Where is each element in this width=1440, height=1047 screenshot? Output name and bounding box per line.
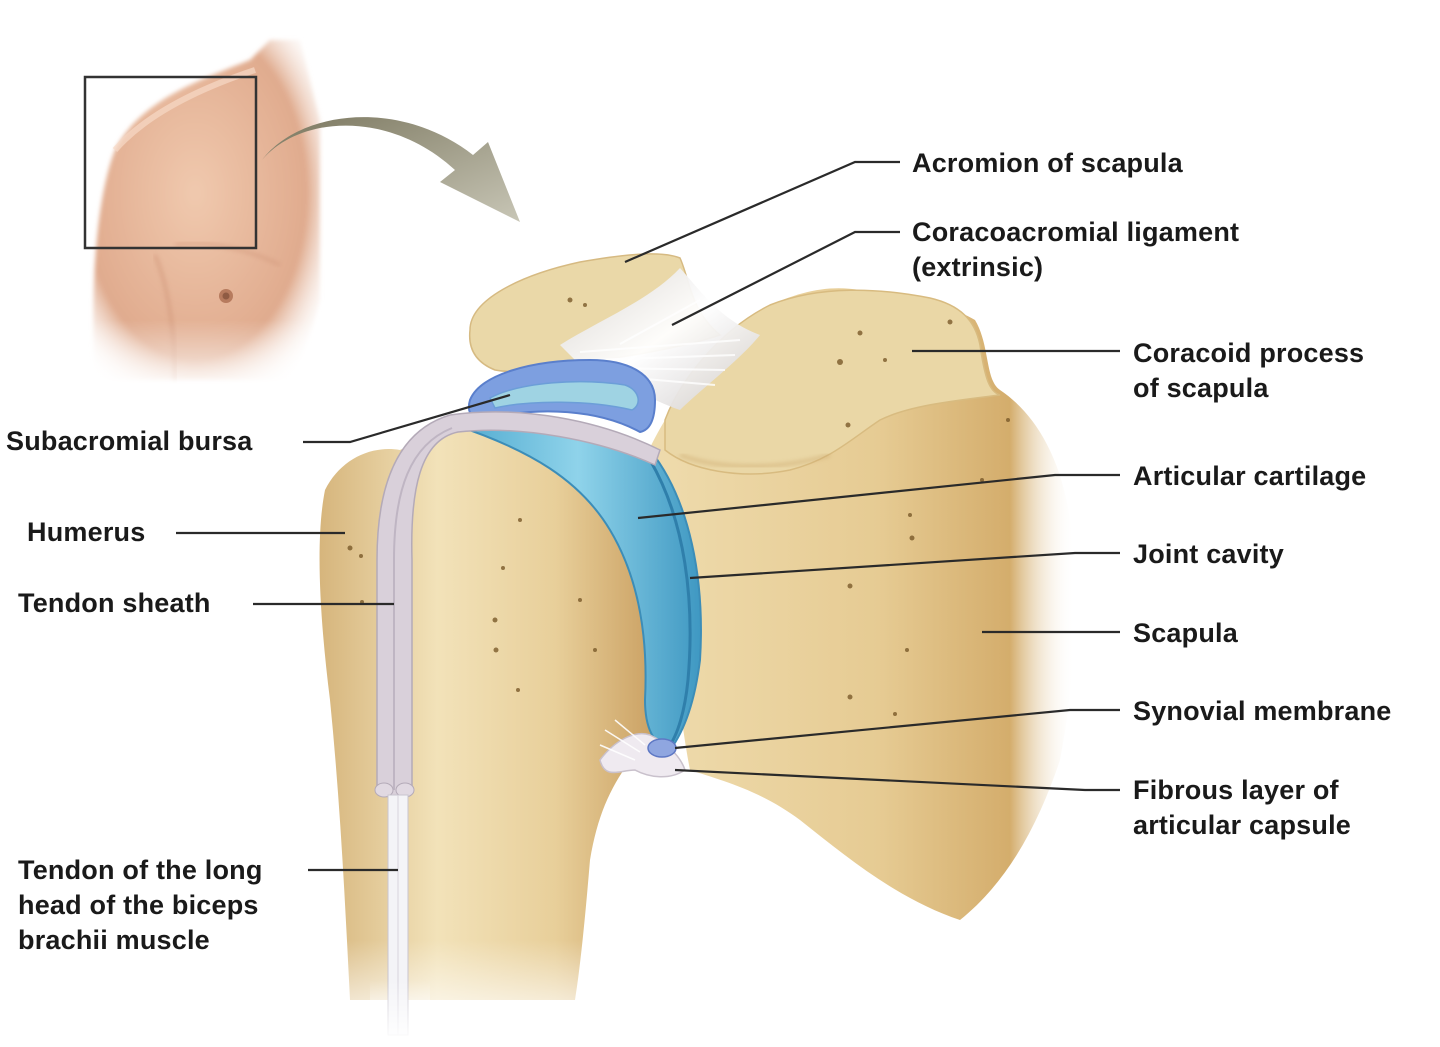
biceps-tendon-shape [370,794,430,1042]
label-synovial-membrane: Synovial membrane [1133,696,1392,726]
zoom-arrow-icon [262,117,520,222]
leader-subacromial [303,393,511,444]
label-coracoacromial-ligament: Coracoacromial ligament (extrinsic) [912,217,1240,282]
leader-lines [176,160,1120,872]
capsule-shape [599,719,686,778]
label-fibrous-layer: Fibrous layer of articular capsule [1133,775,1352,840]
torso-inset-icon [60,40,350,400]
leader-articular-cartilage [637,473,1120,520]
leader-joint-cavity [689,551,1120,580]
leader-acromion [624,160,900,264]
leader-coracoacromial [671,230,900,326]
bone-speckles [347,297,1010,716]
label-joint-cavity: Joint cavity [1133,539,1284,569]
humerus-shape [300,428,657,1042]
leader-synovial [674,708,1120,750]
label-acromion-of-scapula: Acromion of scapula [912,148,1183,178]
inset-highlight-box [83,75,258,250]
label-articular-cartilage: Articular cartilage [1133,461,1367,491]
label-biceps-tendon: Tendon of the long head of the biceps br… [18,855,263,955]
label-coracoid-process: Coracoid process of scapula [1133,338,1365,403]
tendon-sheath-shape [374,411,661,799]
label-subacromial-bursa: Subacromial bursa [6,426,253,456]
subacromial-bursa-shape [467,358,657,434]
label-tendon-sheath: Tendon sheath [18,588,211,618]
label-humerus: Humerus [27,517,146,547]
label-scapula: Scapula [1133,618,1238,648]
leader-fibrous [674,768,1120,792]
